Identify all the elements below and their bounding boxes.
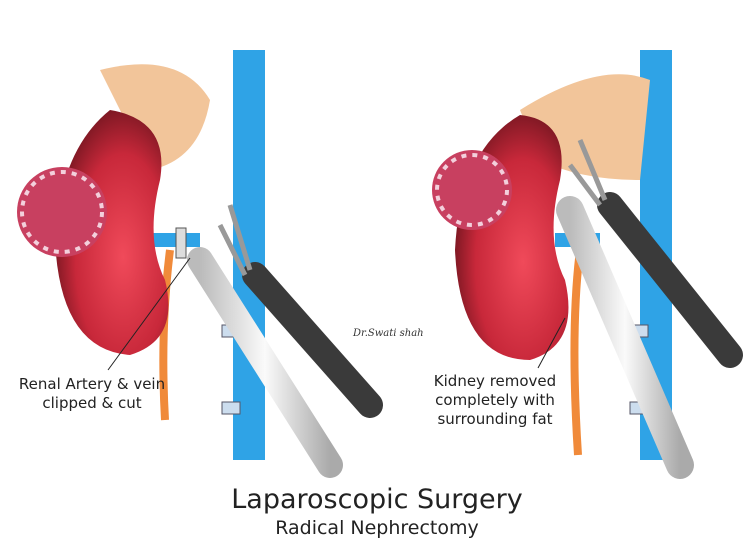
- ureter: [570, 249, 584, 456]
- vessel-clip: [175, 227, 187, 259]
- tumor: [432, 150, 512, 230]
- title: Laparoscopic Surgery: [231, 484, 523, 515]
- laparoscope: [187, 247, 343, 478]
- laparoscope: [556, 196, 694, 479]
- right-panel: [432, 50, 743, 479]
- tumor: [17, 167, 107, 257]
- signature: Dr.Swati shah: [353, 328, 424, 339]
- vessel-clip: [221, 401, 241, 415]
- grasper-shaft: [597, 192, 743, 368]
- grasper-shaft: [242, 262, 383, 418]
- vena-cava: [233, 50, 265, 460]
- label-renal-artery: Renal Artery & vein clipped & cut: [18, 375, 166, 412]
- grasper-jaws: [217, 204, 253, 277]
- label-kidney-removed: Kidney removed completely with surroundi…: [433, 372, 557, 428]
- ureter: [159, 249, 174, 421]
- adrenal-fat: [100, 64, 210, 170]
- kidney: [55, 110, 169, 355]
- grasper-jaws: [568, 139, 608, 207]
- left-panel: [17, 50, 383, 478]
- subtitle: Radical Nephrectomy: [275, 517, 479, 539]
